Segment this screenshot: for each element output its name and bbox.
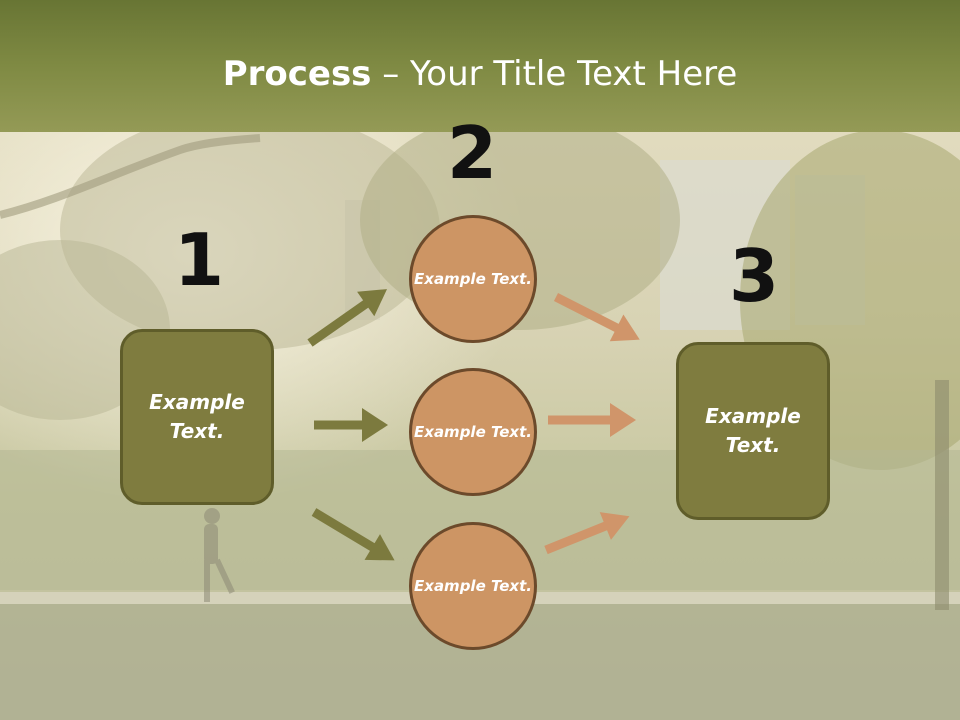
step-3-label: Example Text. <box>705 404 801 457</box>
step-1-box: Example Text. <box>120 329 274 505</box>
circle-top-label: Example Text. <box>414 269 532 288</box>
step-1-label: Example Text. <box>149 390 245 443</box>
step-3-number: 3 <box>728 234 780 318</box>
page-title: Process – Your Title Text Here <box>0 54 960 94</box>
step-3-box: Example Text. <box>676 342 830 520</box>
arrow-right-bottom <box>544 512 630 555</box>
title-bold: Process <box>222 54 372 94</box>
step-1-number: 1 <box>173 218 225 302</box>
circle-bottom-label: Example Text. <box>414 576 532 595</box>
arrow-right-top <box>553 292 640 342</box>
circle-top: Example Text. <box>409 215 537 343</box>
title-band <box>0 0 960 132</box>
arrow-right-middle <box>548 403 636 437</box>
circle-middle: Example Text. <box>409 368 537 496</box>
circle-middle-label: Example Text. <box>414 422 532 441</box>
arrow-left-top <box>307 289 388 347</box>
step-2-number: 2 <box>446 111 498 195</box>
arrow-left-middle <box>314 408 388 442</box>
circle-bottom: Example Text. <box>409 522 537 650</box>
title-rest: – Your Title Text Here <box>371 54 738 94</box>
arrow-left-bottom <box>311 508 395 561</box>
